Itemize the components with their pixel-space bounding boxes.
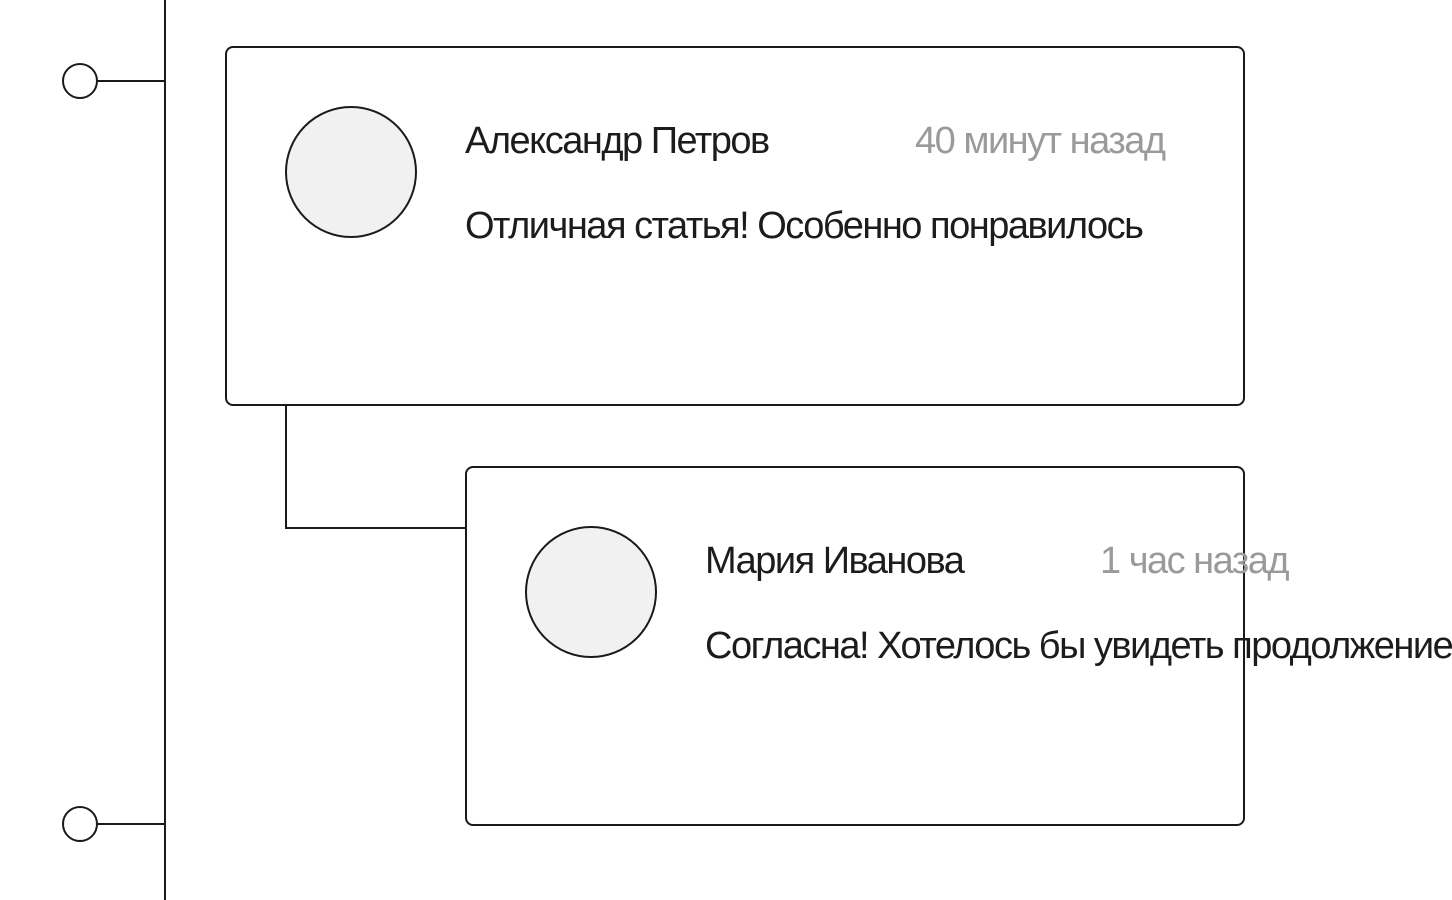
timeline-node[interactable] (62, 806, 98, 842)
reply-card: Мария Иванова 1 час назад Согласна! Хоте… (465, 466, 1452, 826)
avatar[interactable] (285, 106, 417, 238)
timeline-node[interactable] (62, 63, 98, 99)
comment-text: Отличная статья! Особенно понравилось (465, 205, 1144, 247)
timeline-node-stem (97, 823, 164, 825)
timeline-line (164, 0, 166, 900)
reply-connector (285, 405, 466, 529)
comment-time: 40 минут назад (915, 120, 1166, 162)
comment-card: Александр Петров 40 минут назад Отличная… (225, 46, 1245, 406)
comment-author[interactable]: Мария Иванова (705, 540, 965, 582)
comment-text: Согласна! Хотелось бы увидеть продолжени… (705, 625, 1452, 667)
comment-author[interactable]: Александр Петров (465, 120, 770, 162)
comment-time: 1 час назад (1100, 540, 1290, 582)
avatar[interactable] (525, 526, 657, 658)
timeline-node-stem (97, 80, 164, 82)
